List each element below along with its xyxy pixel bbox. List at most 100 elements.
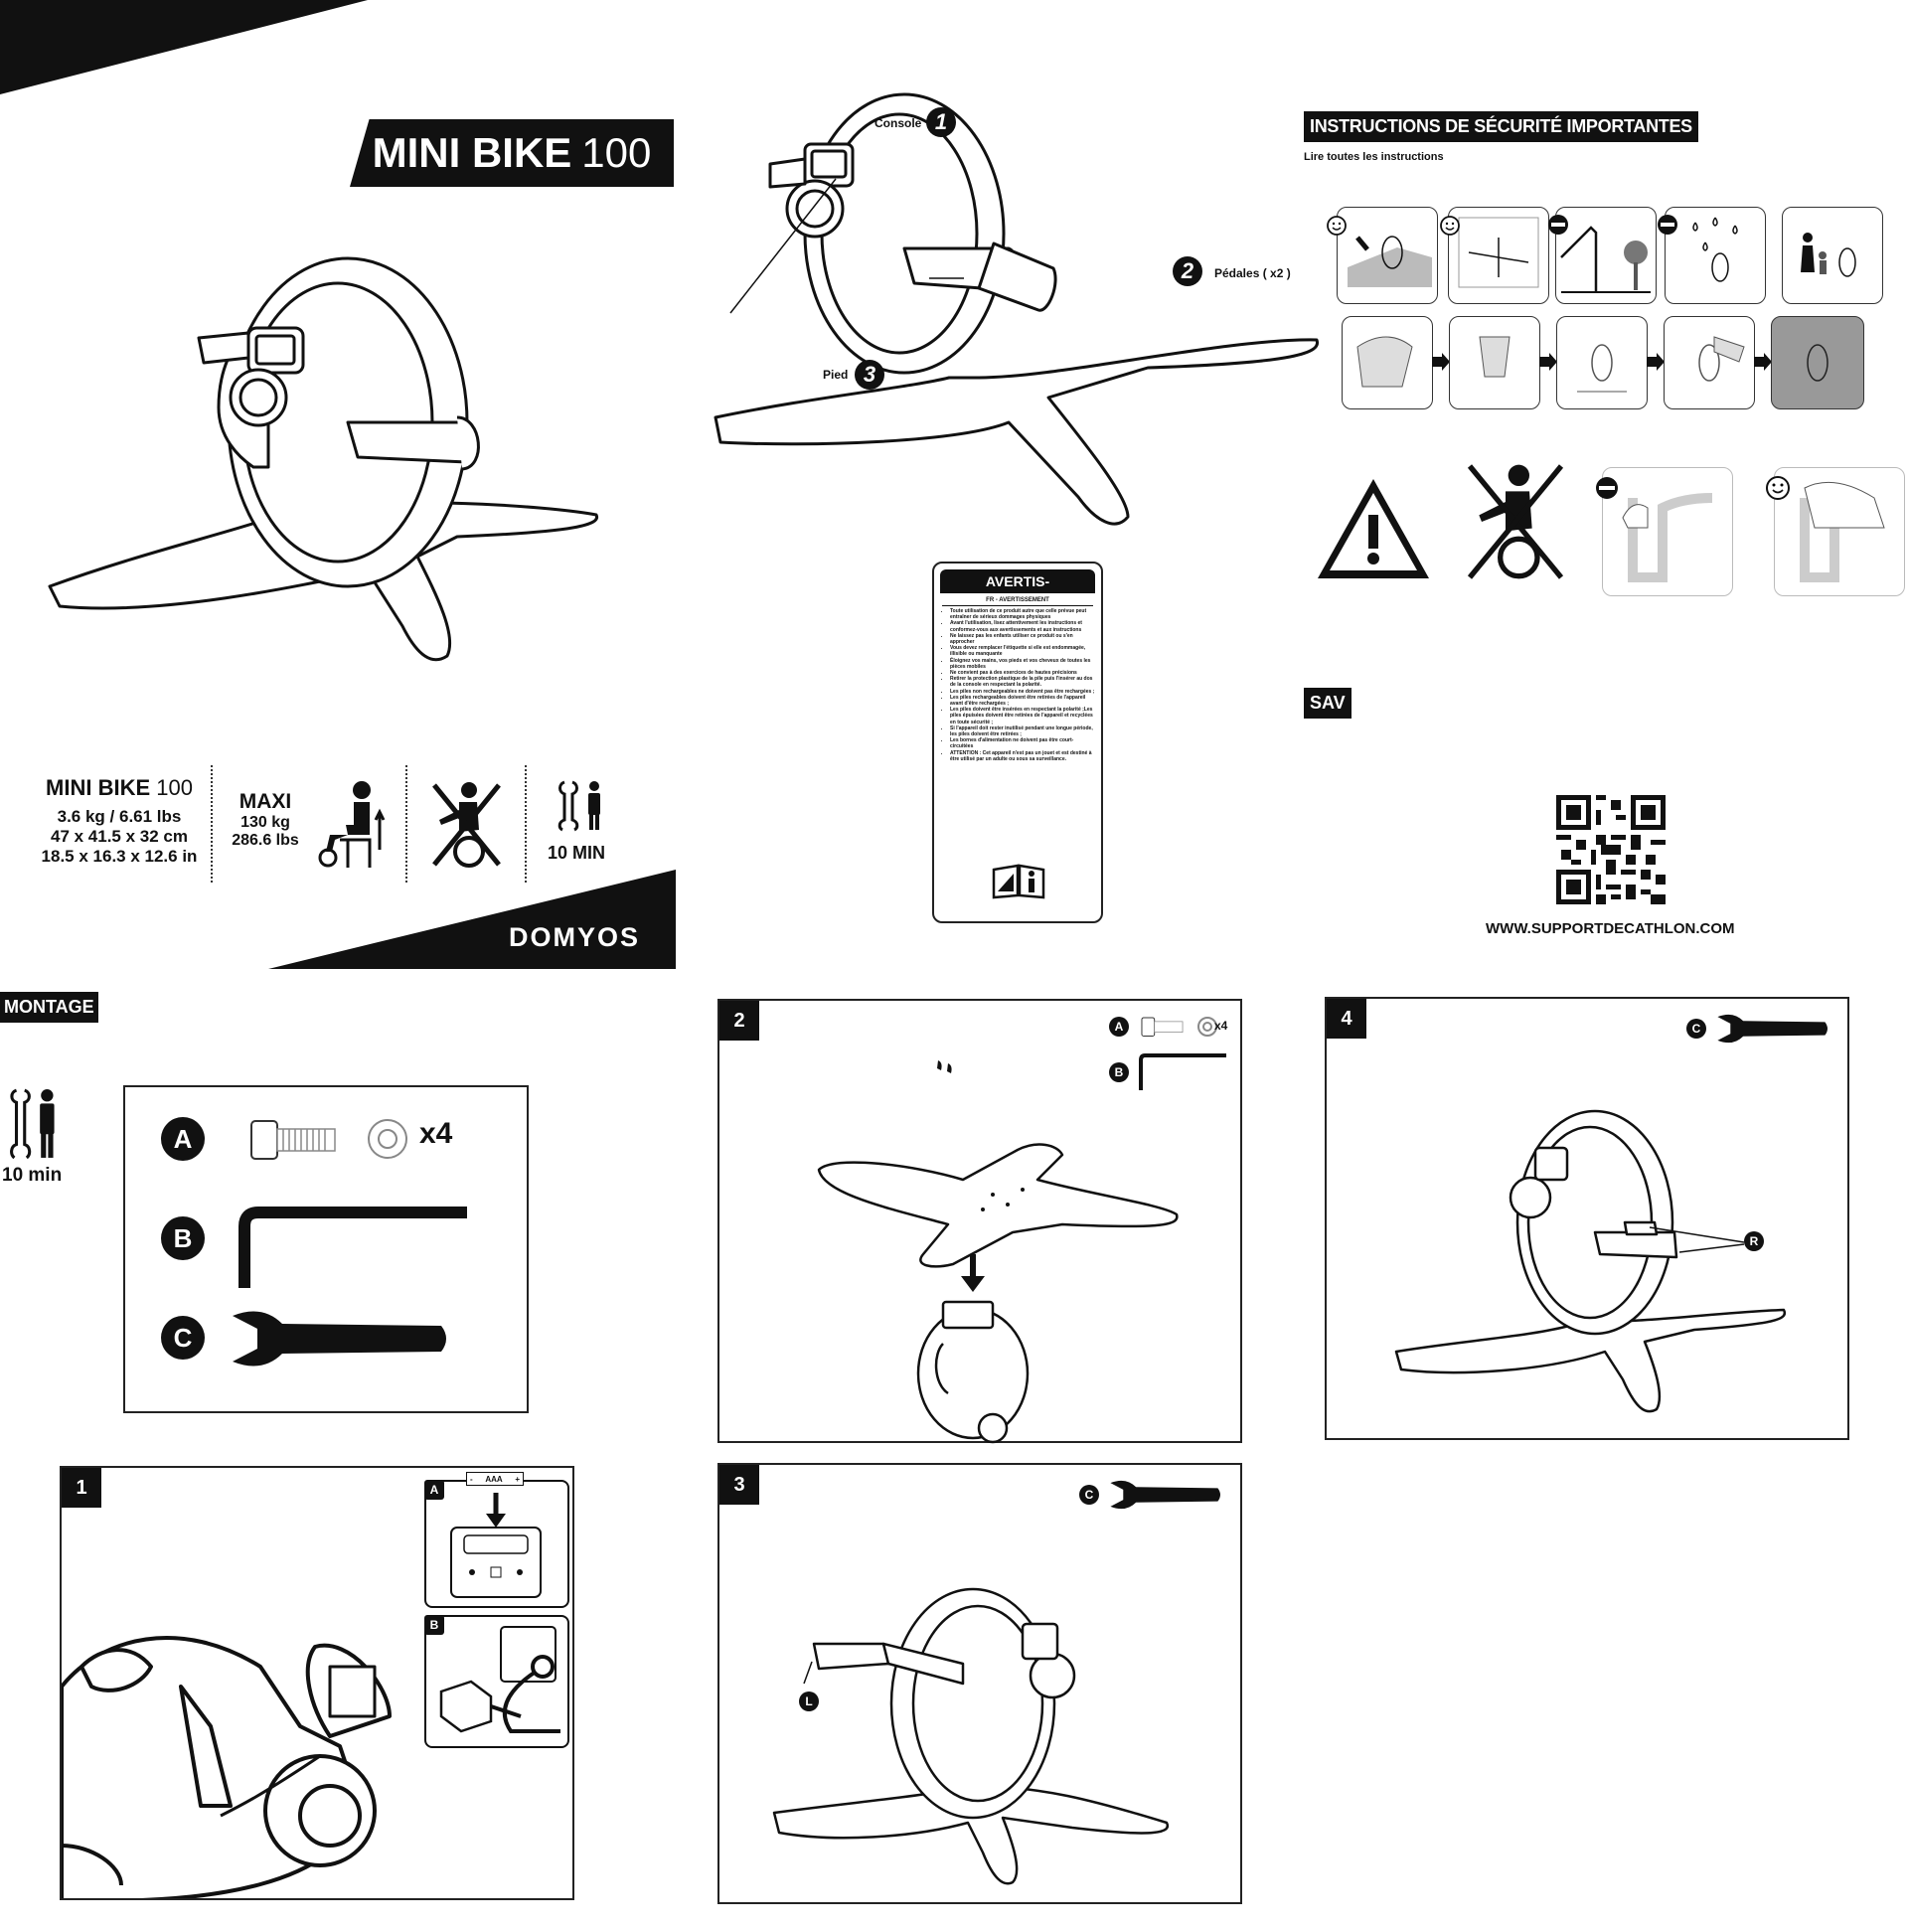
battery-label: - AAA + bbox=[466, 1472, 524, 1486]
base-plate-illustration bbox=[817, 1060, 1179, 1444]
read-manual-icon bbox=[992, 864, 1045, 899]
specs-product-bold: MINI BIKE bbox=[46, 775, 151, 800]
washer-icon bbox=[1197, 1017, 1217, 1037]
no-standing-icon bbox=[432, 782, 501, 868]
smile-icon bbox=[1440, 216, 1460, 236]
wrench-icon bbox=[233, 1311, 446, 1367]
support-url: WWW.SUPPORTDECATHLON.COM bbox=[1486, 920, 1735, 937]
specs-max-lbs: 286.6 lbs bbox=[232, 832, 299, 849]
prohibited-icon bbox=[1548, 215, 1568, 235]
safety-pic-hand-wrong bbox=[1602, 467, 1733, 596]
prohibited-icon bbox=[1596, 477, 1618, 499]
bike-pedal-assembly-illustration bbox=[772, 1587, 1170, 1885]
qr-code bbox=[1556, 795, 1666, 904]
warning-bullet: Vous devez remplacer l'étiquette si elle… bbox=[950, 645, 1095, 657]
safety-subtitle: Lire toutes les instructions bbox=[1304, 151, 1444, 163]
sav-label: SAV bbox=[1304, 688, 1352, 719]
specs-max-kg: 130 kg bbox=[240, 814, 290, 831]
safety-title: INSTRUCTIONS DE SÉCURITÉ IMPORTANTES bbox=[1304, 111, 1698, 142]
specs-weight: 3.6 kg / 6.61 lbs bbox=[57, 807, 182, 826]
step-1-inset-a: A - AAA + bbox=[424, 1472, 569, 1608]
brand-wedge bbox=[268, 870, 676, 969]
battery-plus: + bbox=[515, 1474, 520, 1484]
product-title-bold: MINI BIKE bbox=[372, 129, 572, 176]
connector-illustration bbox=[439, 1626, 560, 1733]
part-number-console: 1 bbox=[926, 107, 956, 137]
console-closeup-illustration bbox=[62, 1636, 392, 1898]
specs-dimensions-in: 18.5 x 16.3 x 12.6 in bbox=[41, 847, 198, 866]
step-1-panel: 1 A - AAA + B bbox=[60, 1466, 574, 1900]
part-label-foot: Pied bbox=[823, 368, 849, 382]
corner-wedge bbox=[0, 0, 368, 94]
safety-pic-hand-right bbox=[1774, 467, 1905, 596]
product-title-number: 100 bbox=[581, 129, 652, 176]
warning-card: AVERTIS- FR - AVERTISSEMENT Toute utilis… bbox=[932, 562, 1103, 923]
tool-letter-b: B bbox=[161, 1216, 205, 1260]
step-3-letter-l: L bbox=[799, 1691, 819, 1711]
specs-divider bbox=[211, 765, 213, 883]
warning-bullet: Les piles doivent être insérées en respe… bbox=[950, 707, 1095, 725]
warning-bullet: Les piles rechargeables doivent être ret… bbox=[950, 695, 1095, 707]
step-4-letter-c: C bbox=[1686, 1019, 1706, 1039]
wrench-icon bbox=[1110, 1480, 1220, 1510]
tools-box: A x4 B C bbox=[123, 1085, 529, 1413]
specs-product-number: 100 bbox=[156, 775, 193, 800]
smile-icon bbox=[1766, 476, 1790, 500]
arrow-right-icon bbox=[1432, 353, 1450, 371]
warning-card-subheader: FR - AVERTISSEMENT bbox=[942, 595, 1093, 606]
warning-bullet: Les bornes d'alimentation ne doivent pas… bbox=[950, 737, 1095, 749]
inset-b-letter: B bbox=[424, 1615, 444, 1635]
part-number-pedals: 2 bbox=[1173, 256, 1202, 286]
step-2-panel: 2 A x4 B bbox=[717, 999, 1242, 1444]
safety-pic-clearance bbox=[1448, 207, 1549, 304]
hex-key-icon bbox=[1139, 1053, 1226, 1090]
warning-bullet: Ne convient pas à des exercices de haute… bbox=[950, 670, 1095, 676]
safety-pic-water bbox=[1665, 207, 1766, 304]
cleaning-step-3 bbox=[1556, 316, 1648, 409]
wrench-person-icon bbox=[10, 1088, 55, 1160]
specs-divider bbox=[525, 765, 527, 883]
bike-parts-diagram bbox=[714, 92, 1320, 526]
part-label-console: Console bbox=[874, 116, 922, 130]
cleaning-step-2 bbox=[1449, 316, 1540, 409]
warning-bullet: Éloignez vos mains, vos pieds et vos che… bbox=[950, 658, 1095, 670]
safety-pic-floor bbox=[1337, 207, 1438, 304]
arrow-right-icon bbox=[1754, 353, 1772, 371]
battery-compartment-illustration bbox=[450, 1493, 542, 1598]
step-4-number: 4 bbox=[1327, 999, 1366, 1039]
tool-letter-a: A bbox=[161, 1117, 205, 1161]
tool-letter-c: C bbox=[161, 1316, 205, 1360]
montage-time: 10 min bbox=[2, 1165, 63, 1186]
step-2-quantity: x4 bbox=[1214, 1019, 1228, 1033]
product-title-badge: MINI BIKE 100 bbox=[350, 119, 674, 187]
tool-quantity: x4 bbox=[419, 1117, 453, 1150]
specs-max-load: MAXI 130 kg 286.6 lbs bbox=[221, 790, 310, 850]
arrow-right-icon bbox=[1647, 353, 1665, 371]
screw-icon bbox=[1141, 1017, 1184, 1038]
step-4-letter-r: R bbox=[1744, 1231, 1764, 1251]
warning-bullet: Si l'appareil doit rester inutilisé pend… bbox=[950, 725, 1095, 737]
step-1-inset-b: B bbox=[424, 1615, 569, 1748]
part-label-pedals: Pédales ( x2 ) bbox=[1214, 266, 1291, 280]
warning-bullet: ATTENTION : Cet appareil n'est pas un jo… bbox=[950, 750, 1095, 762]
bike-illustration-main bbox=[48, 256, 599, 662]
part-number-foot: 3 bbox=[855, 360, 884, 390]
battery-minus: - bbox=[470, 1474, 473, 1484]
specs-divider bbox=[405, 765, 407, 883]
cleaning-step-4 bbox=[1664, 316, 1755, 409]
warning-bullet: Toute utilisation de ce produit autre qu… bbox=[950, 608, 1095, 620]
warning-bullet: Les piles non rechargeables ne doivent p… bbox=[950, 689, 1095, 695]
warning-triangle-icon bbox=[1318, 479, 1429, 578]
warning-card-header: AVERTIS- bbox=[940, 569, 1095, 593]
safety-pic-indoor bbox=[1555, 207, 1657, 304]
prohibited-icon bbox=[1658, 215, 1677, 235]
wrench-person-icon bbox=[557, 780, 600, 832]
warning-card-list: Toute utilisation de ce produit autre qu… bbox=[950, 608, 1095, 762]
cleaning-step-1 bbox=[1342, 316, 1433, 409]
specs-product: MINI BIKE 100 3.6 kg / 6.61 lbs 47 x 41.… bbox=[30, 775, 209, 867]
warning-bullet: Retirer la protection plastique de la pi… bbox=[950, 676, 1095, 688]
step-4-panel: 4 C R bbox=[1325, 997, 1849, 1440]
specs-dimensions-cm: 47 x 41.5 x 32 cm bbox=[50, 827, 188, 846]
hex-key-icon bbox=[238, 1207, 467, 1288]
inset-a-letter: A bbox=[424, 1480, 444, 1500]
